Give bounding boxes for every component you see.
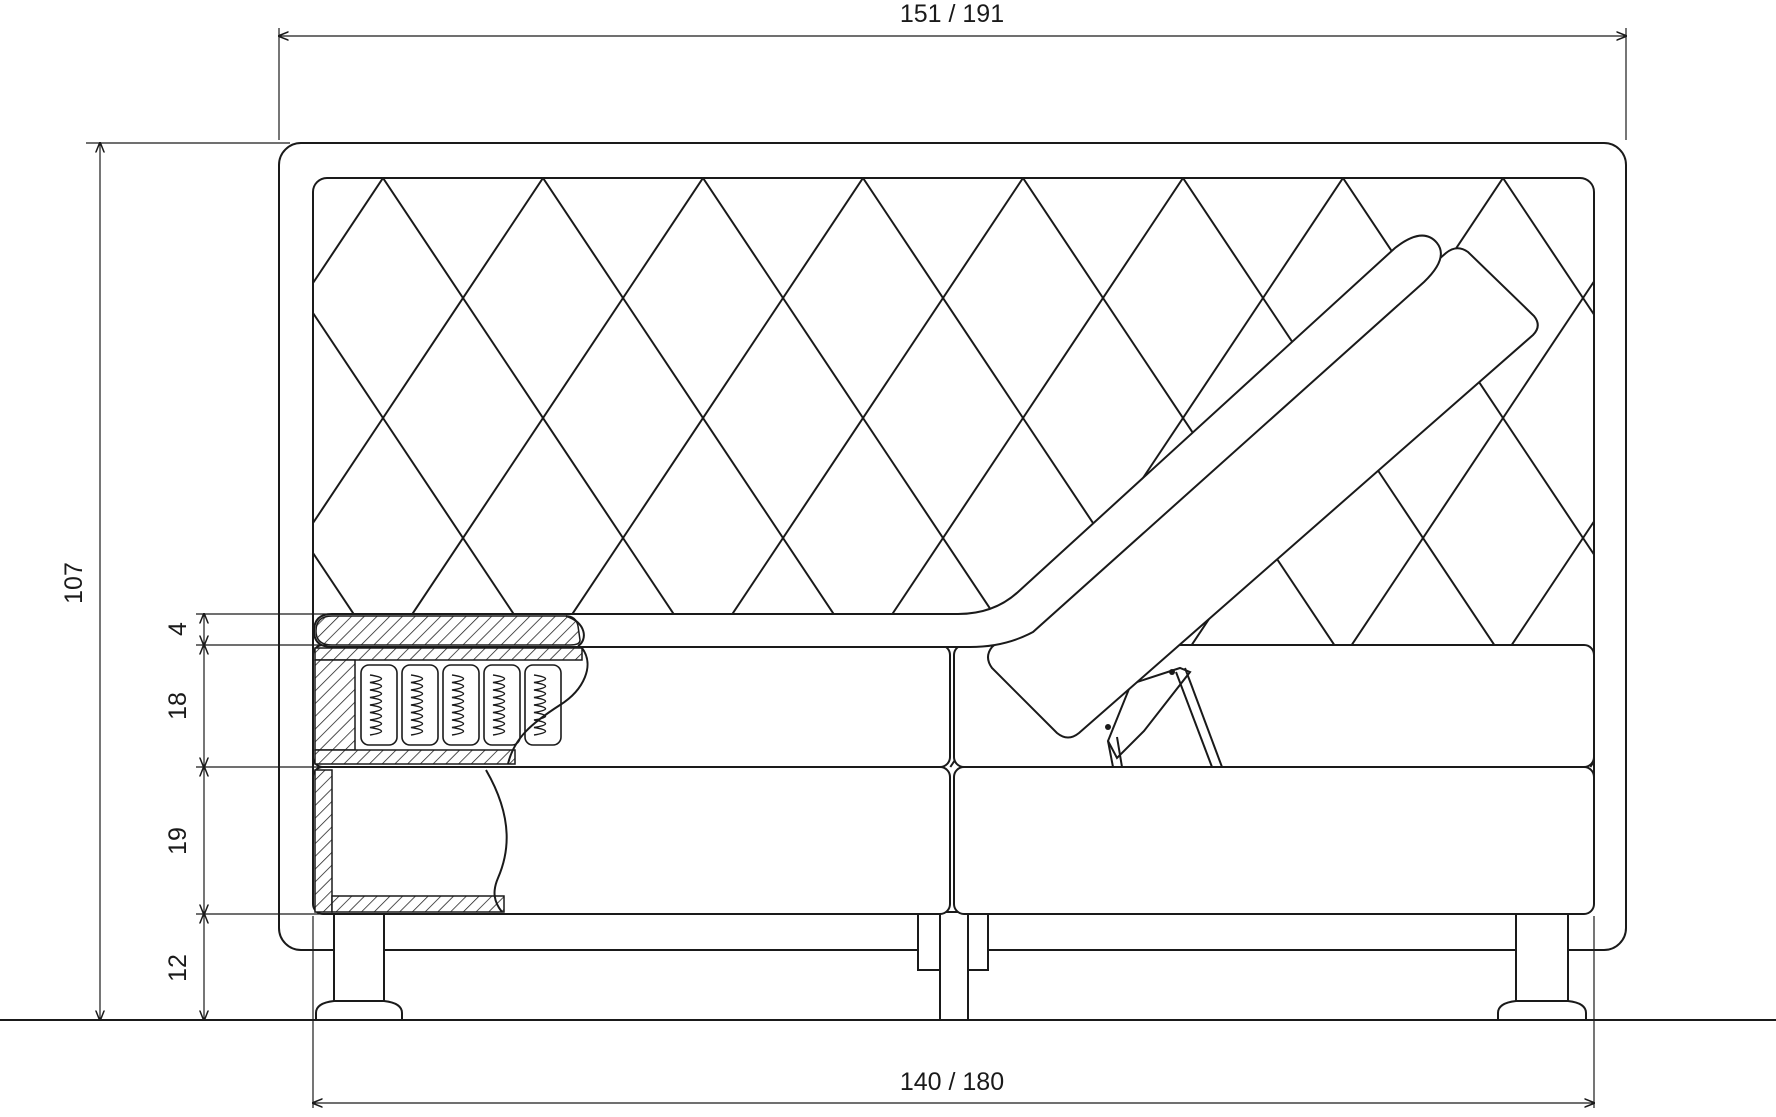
mattress-top-layer (314, 647, 583, 661)
mattress-bottom-layer (314, 749, 516, 765)
dimension-label-overall-width: 151 / 191 (900, 0, 1004, 28)
topper-cut-edge (565, 615, 585, 647)
hinge-pin-lower (1105, 724, 1111, 730)
tufting-line (0, 178, 223, 767)
mattress-cut-edge (507, 647, 589, 765)
mattress-side-foam (314, 659, 356, 751)
box-spring-bottom-board (331, 895, 505, 913)
lift-strut-front-inner (1116, 736, 1123, 768)
dimension-total-height: 107 (60, 143, 290, 1020)
leg-right-foot (1497, 1000, 1587, 1021)
spring-coil (369, 674, 383, 736)
tufting-line (313, 178, 544, 768)
bed-legs (315, 911, 1587, 1021)
lift-strut-front (1107, 740, 1114, 768)
spring-coil (533, 674, 547, 736)
box-spring-side-frame (314, 769, 333, 913)
spring-pocket (360, 664, 398, 746)
dimension-label-topper: 4 (164, 622, 192, 636)
dimension-overall-width: 151 / 191 (279, 0, 1626, 140)
tufting-line (1589, 178, 1594, 768)
lift-strut-rear (1175, 671, 1213, 768)
tufting-line (0, 178, 63, 767)
dimension-label-bed-width: 140 / 180 (900, 1068, 1004, 1096)
dimension-bed-width: 140 / 180 (313, 916, 1594, 1108)
hinge-pin-upper (1169, 669, 1175, 675)
leg-left-foot (315, 1000, 403, 1021)
raised-mattress-section (987, 247, 1539, 739)
dimension-label-mattress: 18 (164, 692, 192, 720)
spring-pocket (442, 664, 480, 746)
box-spring (312, 766, 1595, 915)
tufting-line (313, 178, 384, 768)
dimension-label-legs: 12 (164, 954, 192, 982)
topper-section-hatch (315, 615, 581, 646)
dimension-stack: 4 18 19 12 (164, 614, 560, 1020)
pocket-springs (360, 664, 562, 746)
tufting-line (1663, 178, 1776, 767)
mattress (312, 644, 1595, 768)
dimension-label-total-height: 107 (60, 562, 88, 604)
leg-center (939, 911, 969, 1021)
leg-right (1515, 911, 1569, 1005)
leg-left (333, 911, 385, 1005)
spring-pocket (483, 664, 521, 746)
tufting-line (1750, 178, 1776, 767)
dimension-label-box-spring: 19 (164, 827, 192, 855)
topper (312, 234, 1442, 648)
tufting-line (0, 178, 296, 767)
tufting-line (0, 178, 136, 767)
spring-pocket (401, 664, 439, 746)
spring-coil (410, 674, 424, 736)
lift-strut-rear-inner (1184, 667, 1223, 768)
box-spring-right (953, 766, 1595, 915)
tufting-line (1502, 178, 1594, 768)
box-spring-cut-edge (485, 769, 508, 913)
spring-coil (451, 674, 465, 736)
spring-coil (492, 674, 506, 736)
raised-head-section (987, 247, 1539, 768)
